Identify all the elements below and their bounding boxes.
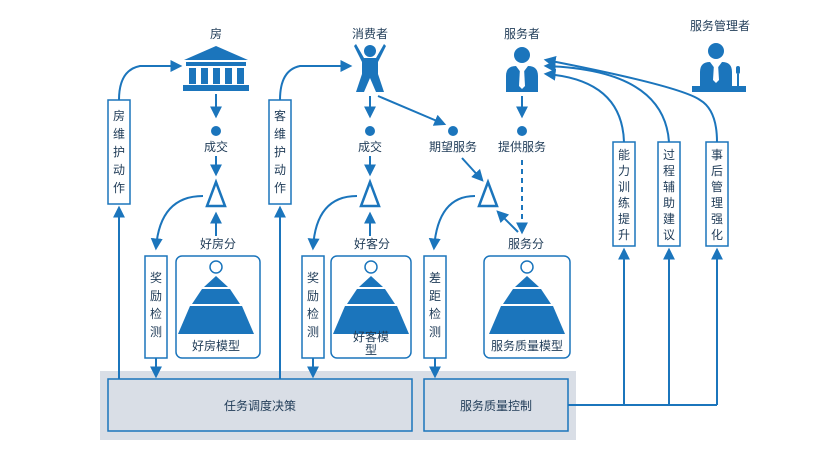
reward2-c2: 检 xyxy=(307,306,319,321)
house-title: 房 xyxy=(210,26,222,41)
server-title: 服务者 xyxy=(504,26,540,41)
process-c2: 辅 xyxy=(663,180,675,194)
reward2-c0: 奖 xyxy=(307,271,319,285)
house-maint-c4: 作 xyxy=(113,181,125,195)
ability-c3: 练 xyxy=(618,195,630,210)
ability-c1: 力 xyxy=(618,164,630,178)
quality-box xyxy=(423,378,569,432)
reward1-c3: 测 xyxy=(150,325,162,339)
good-guest-model-label-1: 好客模 xyxy=(353,329,389,344)
house-maint-c2: 护 xyxy=(113,145,125,159)
guest-maint-c2: 护 xyxy=(274,145,286,159)
reward2-c1: 励 xyxy=(307,289,319,303)
provided-service-node xyxy=(517,126,527,136)
deal-label-1: 成交 xyxy=(204,139,228,154)
good-house-score-label: 好房分 xyxy=(200,236,236,251)
dispatch-box xyxy=(107,378,413,432)
cheering-person-icon xyxy=(354,44,386,92)
ability-c5: 升 xyxy=(618,228,630,242)
expected-service-label: 期望服务 xyxy=(429,139,477,154)
after-c5: 化 xyxy=(711,228,723,242)
ability-c4: 提 xyxy=(618,211,630,226)
after-c0: 事 xyxy=(711,148,723,162)
process-c1: 程 xyxy=(663,163,675,178)
gap-c3: 测 xyxy=(429,325,441,339)
process-c4: 建 xyxy=(663,212,675,226)
provided-service-label: 提供服务 xyxy=(498,139,546,154)
ability-c0: 能 xyxy=(618,148,630,162)
deal-label-2: 成交 xyxy=(358,139,382,154)
consumer-title: 消费者 xyxy=(352,27,388,41)
quality-label: 服务质量控制 xyxy=(460,398,532,413)
businessman-icon xyxy=(506,47,538,92)
reward1-c2: 检 xyxy=(150,306,162,321)
service-score-label: 服务分 xyxy=(508,236,544,251)
reward1-c1: 励 xyxy=(150,289,162,303)
guest-maint-c1: 维 xyxy=(274,127,286,141)
good-guest-score-label: 好客分 xyxy=(354,236,390,251)
good-guest-model-label-2: 型 xyxy=(365,343,377,357)
house-maint-c1: 维 xyxy=(113,127,125,141)
guest-maint-c4: 作 xyxy=(274,181,286,195)
service-quality-model-label: 服务质量模型 xyxy=(491,338,563,353)
process-c0: 过 xyxy=(663,148,675,162)
expected-service-node xyxy=(448,126,458,136)
gap-c1: 距 xyxy=(429,289,441,303)
good-house-model-label: 好房模型 xyxy=(192,338,240,353)
after-c1: 后 xyxy=(711,164,723,178)
guest-maint-c3: 动 xyxy=(274,163,286,177)
reward2-c3: 测 xyxy=(307,325,319,339)
after-c4: 强 xyxy=(711,212,723,226)
house-maint-c0: 房 xyxy=(113,108,125,123)
deal-node-1 xyxy=(211,126,221,136)
gap-c2: 检 xyxy=(429,306,441,321)
dispatch-label: 任务调度决策 xyxy=(224,398,296,413)
ability-c2: 训 xyxy=(618,180,630,194)
after-c2: 管 xyxy=(711,179,723,194)
speaker-at-podium-icon xyxy=(692,43,746,92)
process-c5: 议 xyxy=(663,228,675,242)
bank-icon xyxy=(183,46,249,91)
reward1-c0: 奖 xyxy=(150,271,162,285)
delta-node-3 xyxy=(477,178,499,208)
guest-maint-c0: 客 xyxy=(274,108,286,123)
process-c3: 助 xyxy=(663,196,675,210)
manager-title: 服务管理者 xyxy=(690,18,750,33)
delta-node-1 xyxy=(205,178,227,208)
after-c3: 理 xyxy=(711,196,723,210)
delta-node-2 xyxy=(359,178,381,208)
house-maint-c3: 动 xyxy=(113,163,125,177)
gap-c0: 差 xyxy=(429,271,441,285)
deal-node-2 xyxy=(365,126,375,136)
